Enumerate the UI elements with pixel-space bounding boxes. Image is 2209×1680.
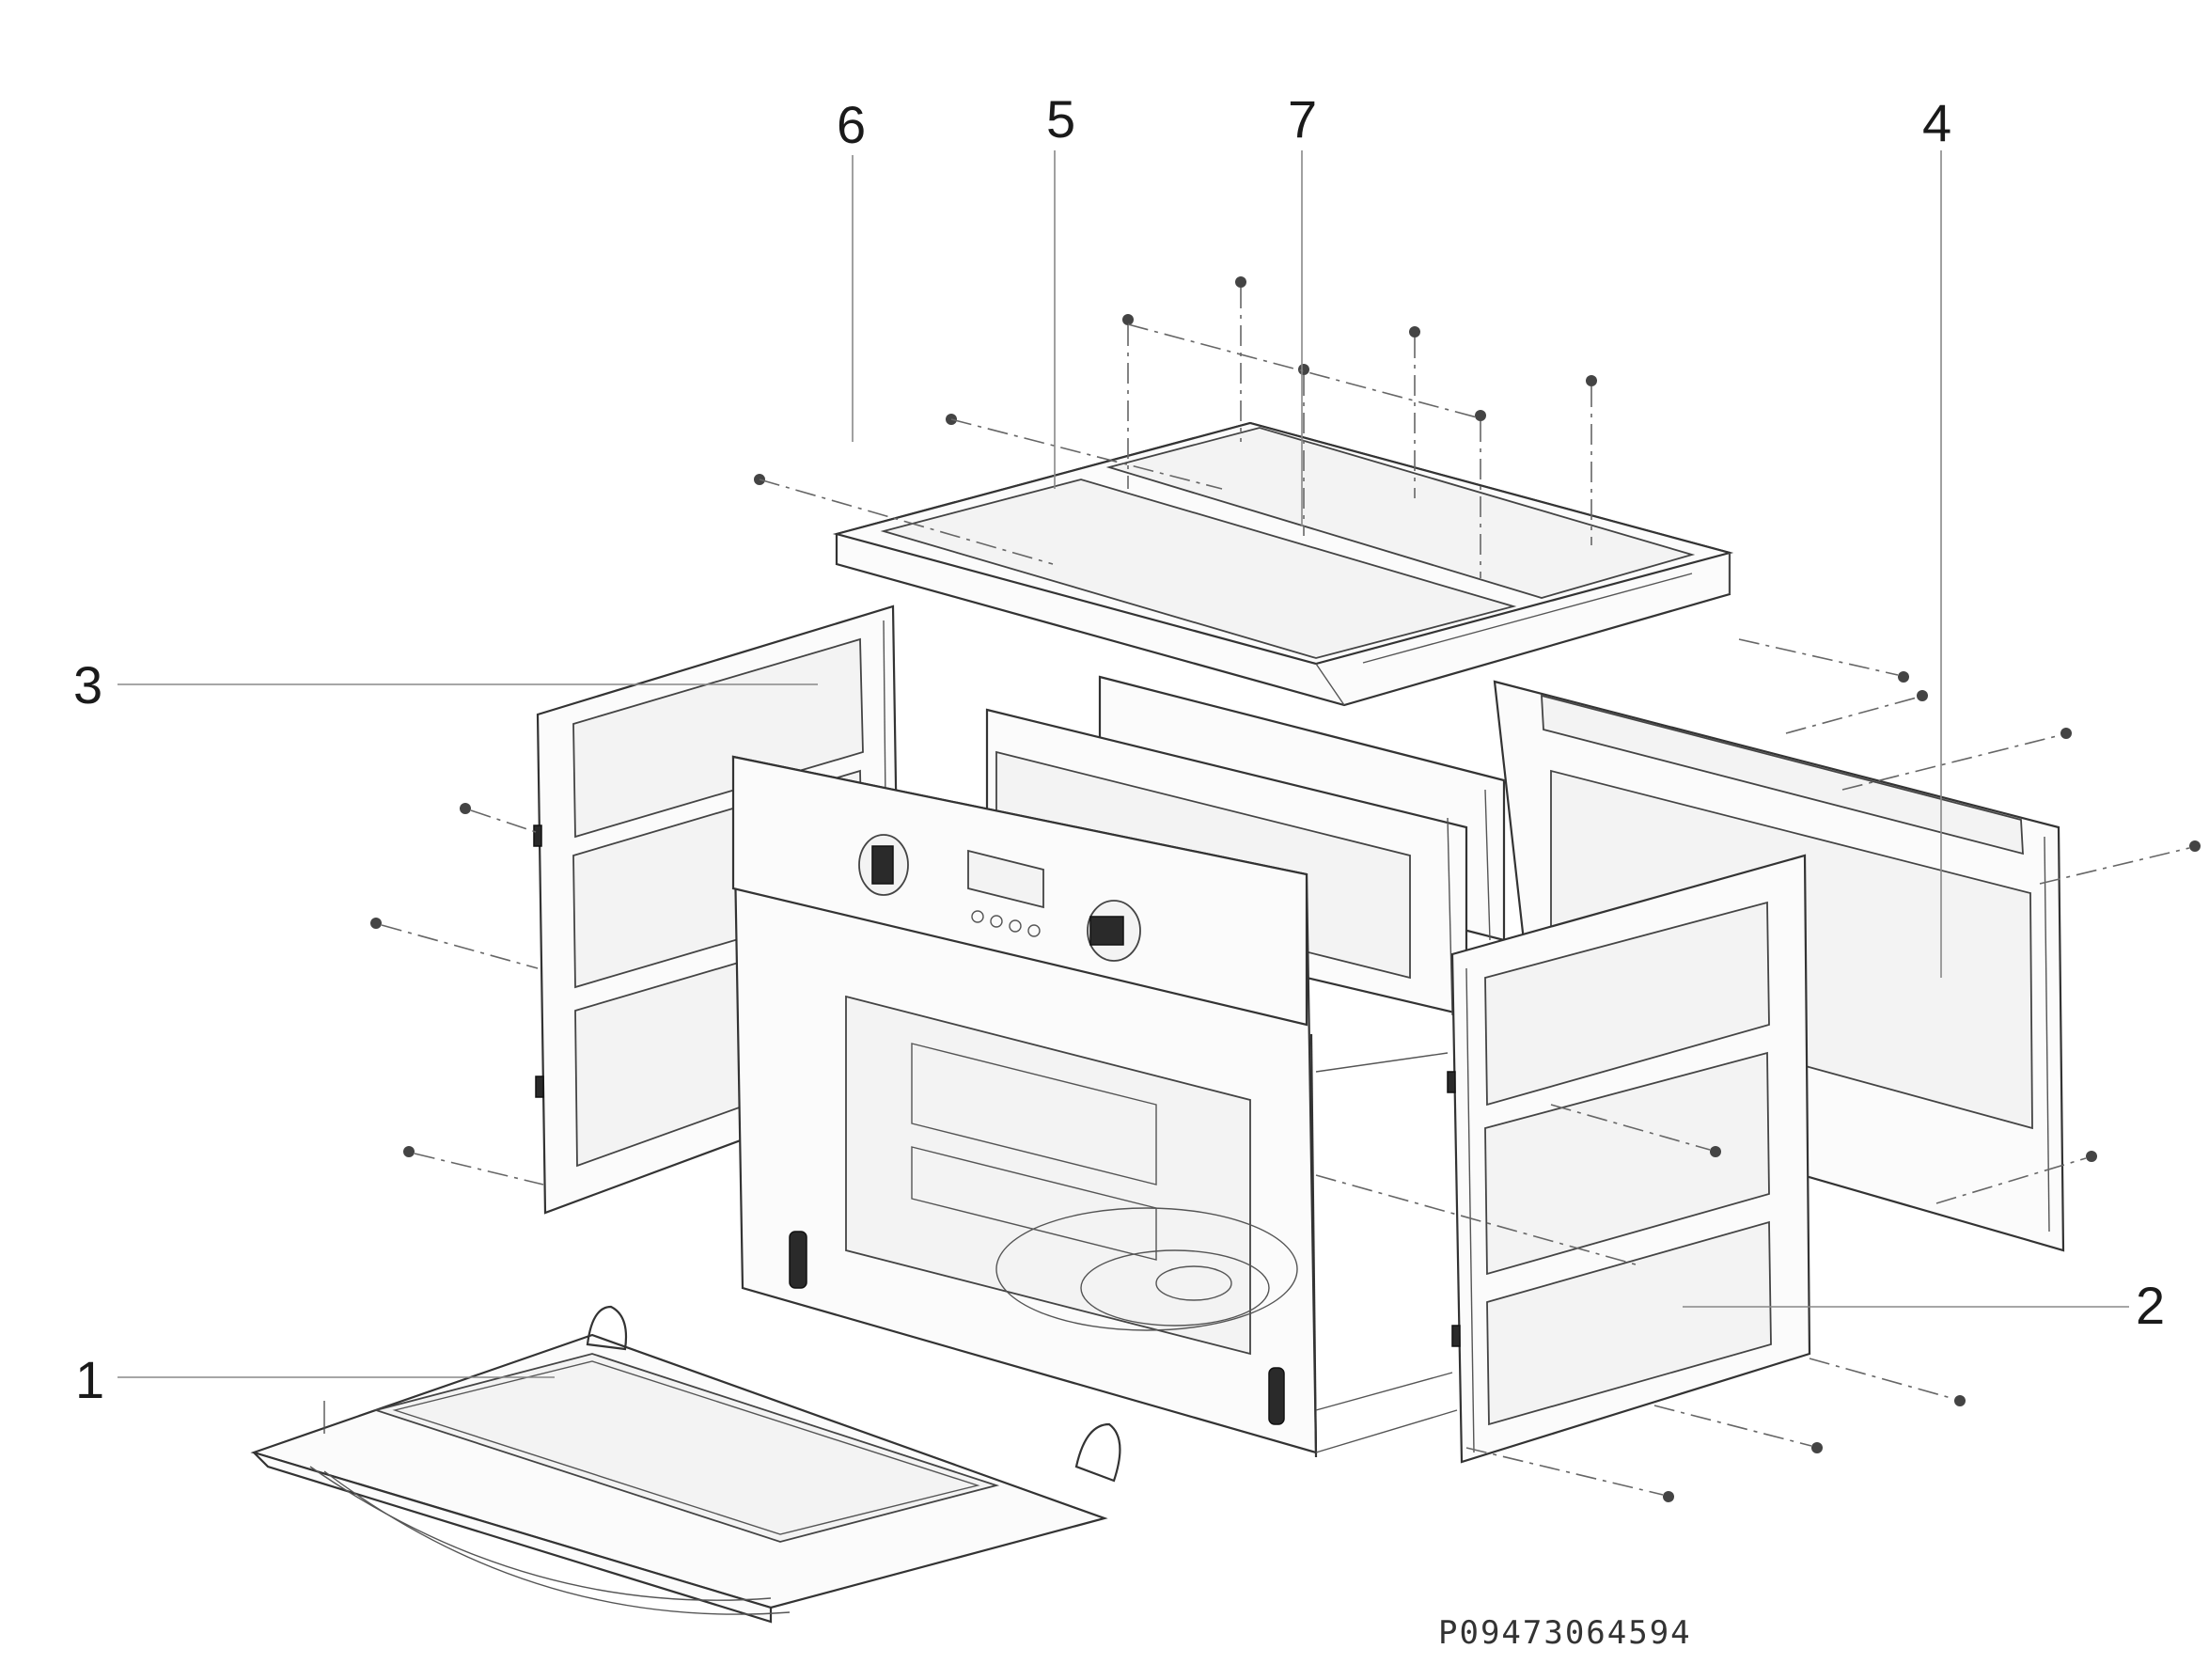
door-part <box>250 1305 1121 1624</box>
callout-1: 1 <box>75 1350 104 1409</box>
callout-labels: 1 2 3 4 5 6 7 <box>73 89 2165 1409</box>
callout-leaders <box>118 150 2129 1378</box>
control-knob-left <box>858 834 909 896</box>
top-cover-part <box>832 421 1734 707</box>
reference-code: P09473064594 <box>1438 1614 1692 1652</box>
callout-4: 4 <box>1922 93 1951 152</box>
callout-7: 7 <box>1288 89 1317 149</box>
callout-6: 6 <box>837 95 866 154</box>
display-window <box>967 849 1044 937</box>
top-screws <box>754 276 1597 578</box>
front-frame-assembly <box>731 755 1458 1458</box>
callout-5: 5 <box>1046 89 1075 149</box>
right-side-panel-part <box>1315 854 1966 1502</box>
callout-2: 2 <box>2136 1276 2165 1335</box>
callout-3: 3 <box>73 655 102 714</box>
control-knob-right <box>1087 900 1141 962</box>
